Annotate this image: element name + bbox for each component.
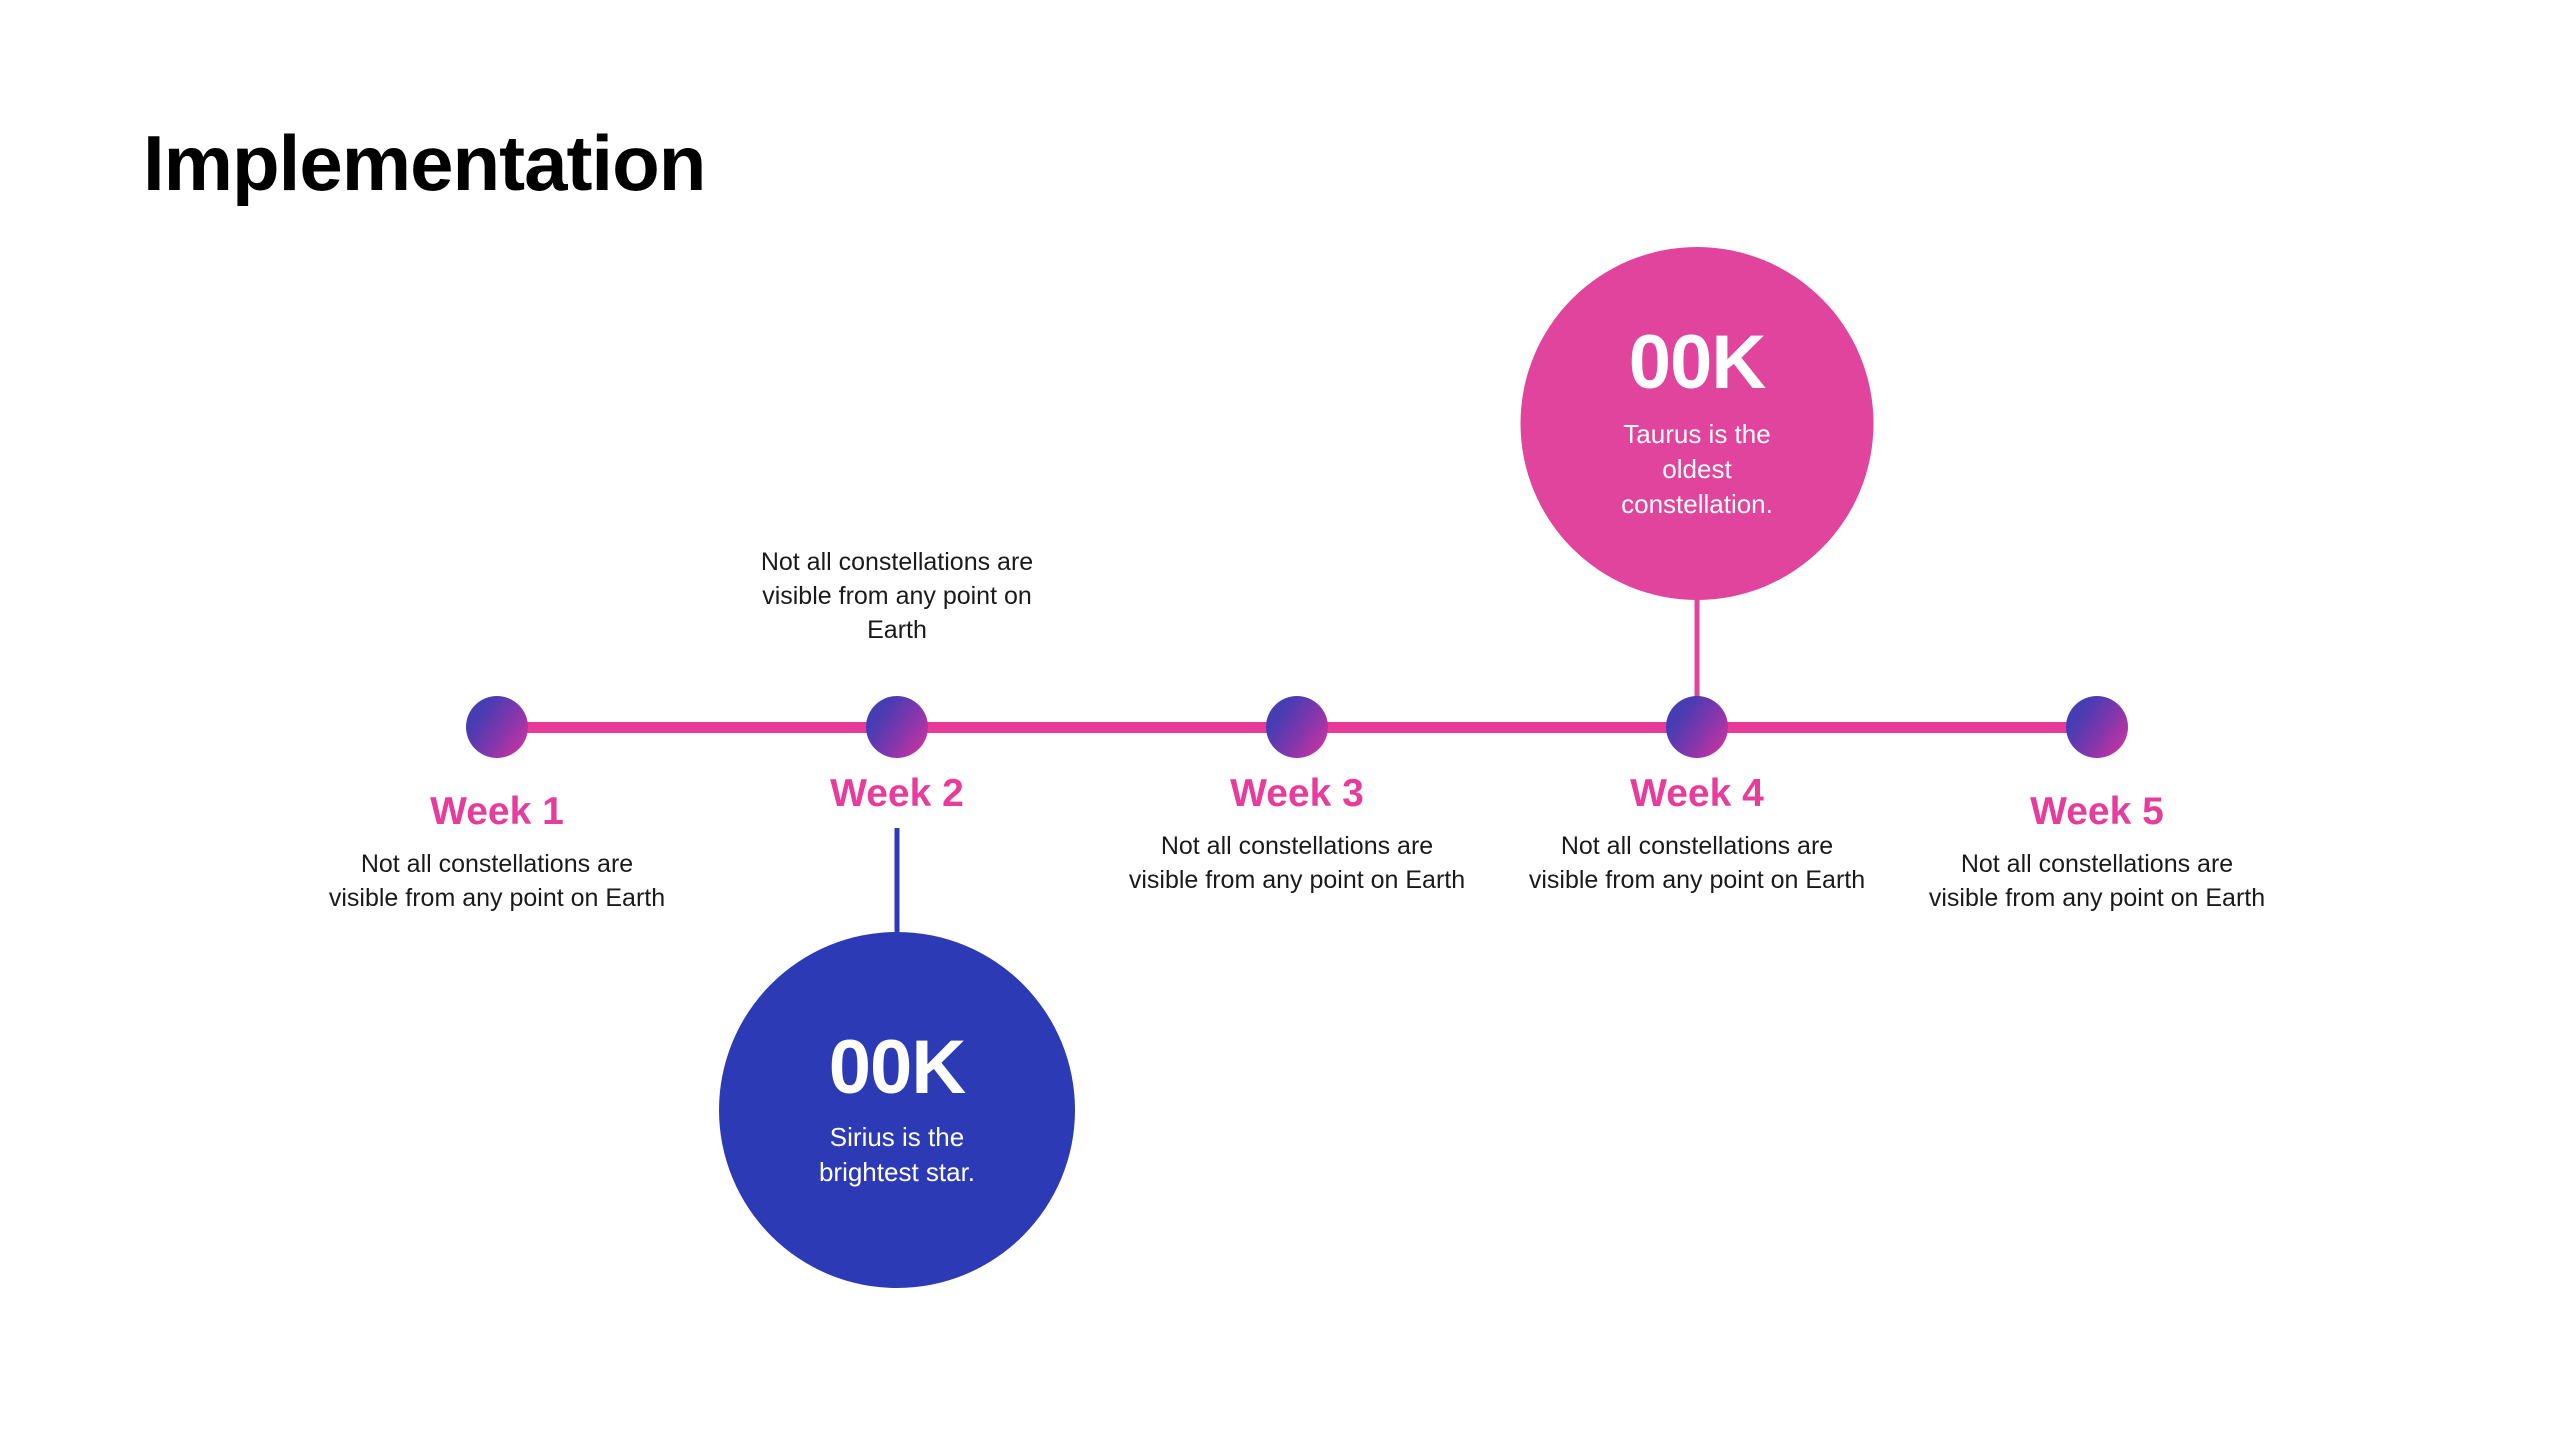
timeline-node-week-4[interactable] <box>1666 696 1728 758</box>
milestone-label-week-4: Week 4 <box>1630 772 1764 815</box>
milestone-week-1: Week 1 Not all constellations are visibl… <box>327 790 667 915</box>
callout-blue-value: 00K <box>828 1024 966 1110</box>
milestone-week-3: Week 3 Not all constellations are visibl… <box>1127 772 1467 897</box>
milestone-description-week-2: Not all constellations are visible from … <box>760 548 1034 644</box>
milestone-description-week-1: Not all constellations are visible from … <box>328 849 666 912</box>
page-title: Implementation <box>143 119 706 207</box>
milestone-description-week-3: Not all constellations are visible from … <box>1128 831 1466 894</box>
callout-pink-value: 00K <box>1628 319 1766 405</box>
callout-blue-caption: Sirius is the brightest star. <box>818 1121 976 1187</box>
callout-pink-caption: Taurus is the oldest constellation. <box>1621 418 1773 520</box>
milestone-label-week-2: Week 2 <box>830 772 964 815</box>
milestone-label-week-3: Week 3 <box>1230 772 1364 815</box>
milestone-description-week-5: Not all constellations are visible from … <box>1928 849 2266 912</box>
milestone-description-week-4: Not all constellations are visible from … <box>1528 831 1866 894</box>
timeline-node-week-2[interactable] <box>866 696 928 758</box>
milestone-week-2: Week 2 <box>727 772 1067 829</box>
timeline-node-week-1[interactable] <box>466 696 528 758</box>
callout-bubble-pink[interactable]: 00K Taurus is the oldest constellation. <box>1520 247 1874 600</box>
callout-bubble-blue[interactable]: 00K Sirius is the brightest star. <box>719 932 1075 1288</box>
milestone-label-week-1: Week 1 <box>430 790 564 833</box>
timeline-node-week-3[interactable] <box>1266 696 1328 758</box>
milestone-label-week-5: Week 5 <box>2030 790 2164 833</box>
milestone-week-4: Week 4 Not all constellations are visibl… <box>1527 772 1867 897</box>
timeline-node-week-5[interactable] <box>2066 696 2128 758</box>
milestone-week-5: Week 5 Not all constellations are visibl… <box>1927 790 2267 915</box>
callout-connector-blue <box>894 828 900 940</box>
callout-connector-pink <box>1694 596 1700 732</box>
milestone-week-2-description-block: Not all constellations are visible from … <box>747 545 1047 647</box>
